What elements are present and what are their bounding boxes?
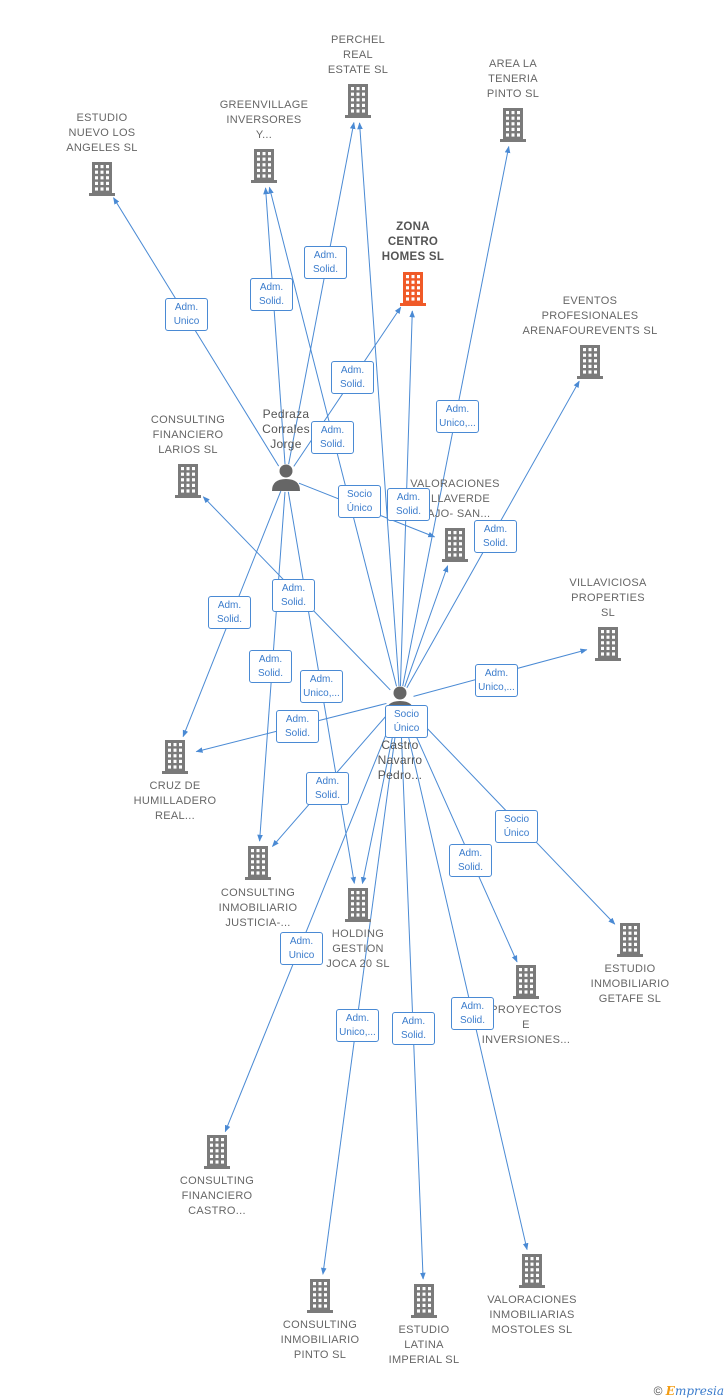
- edge-pedraza-perchel: [288, 121, 356, 465]
- node-label-eventos[interactable]: EVENTOS PROFESIONALES ARENAFOUREVENTS SL: [522, 295, 658, 337]
- building-icon-consulting_pinto[interactable]: [307, 1279, 333, 1313]
- edge-pedraza-greenvillage: [263, 187, 286, 465]
- edge-label-pedraza-valoraciones_villaverde[interactable]: Socio Único: [338, 485, 381, 518]
- building-icon-valoraciones_mostoles[interactable]: [519, 1254, 545, 1288]
- node-label-estudio_nuevo[interactable]: ESTUDIO NUEVO LOS ANGELES SL: [66, 112, 138, 154]
- edge-label-castro-holding[interactable]: Socio Único: [385, 705, 428, 738]
- edge-castro-proyectos: [405, 712, 518, 963]
- node-label-consulting_castro[interactable]: CONSULTING FINANCIERO CASTRO...: [179, 1175, 255, 1217]
- edge-castro-valoraciones_mostoles: [402, 713, 529, 1251]
- edge-castro-estudio_latina: [400, 713, 426, 1280]
- node-label-villaviciosa[interactable]: VILLAVICIOSA PROPERTIES SL: [569, 577, 647, 619]
- edge-label-castro-valoraciones_villaverde[interactable]: Adm. Solid.: [387, 488, 430, 521]
- edge-castro-consulting_castro: [224, 712, 396, 1133]
- edge-label-castro-consulting_larios[interactable]: Adm. Solid.: [272, 579, 315, 612]
- building-icon-consulting_larios[interactable]: [175, 464, 201, 498]
- node-label-cruz[interactable]: CRUZ DE HUMILLADERO REAL...: [133, 780, 217, 822]
- building-icon-estudio_latina[interactable]: [411, 1284, 437, 1318]
- node-label-estudio_getafe[interactable]: ESTUDIO INMOBILIARIO GETAFE SL: [590, 963, 670, 1005]
- node-label-proyectos[interactable]: PROYECTOS E INVERSIONES...: [481, 1004, 571, 1046]
- edge-label-castro-estudio_latina[interactable]: Adm. Solid.: [392, 1012, 435, 1045]
- building-icon-greenvillage[interactable]: [251, 149, 277, 183]
- edge-label-castro-proyectos[interactable]: Adm. Solid.: [449, 844, 492, 877]
- copyright-symbol: ©: [653, 1384, 663, 1398]
- edge-castro-holding: [360, 713, 398, 885]
- edge-label-castro-estudio_getafe[interactable]: Socio Único: [495, 810, 538, 843]
- edge-label-pedraza-consulting_justicia[interactable]: Adm. Solid.: [249, 650, 292, 683]
- edge-label-castro-zona[interactable]: Adm. Solid.: [331, 361, 374, 394]
- node-label-consulting_justicia[interactable]: CONSULTING INMOBILIARIO JUSTICIA-...: [218, 887, 298, 929]
- building-icon-perchel[interactable]: [345, 84, 371, 118]
- building-icon-eventos[interactable]: [577, 345, 603, 379]
- building-icon-estudio_getafe[interactable]: [617, 923, 643, 957]
- building-icon-cruz[interactable]: [162, 740, 188, 774]
- building-icon-proyectos[interactable]: [513, 965, 539, 999]
- edge-label-castro-valoraciones_mostoles[interactable]: Adm. Solid.: [451, 997, 494, 1030]
- edge-label-castro-eventos[interactable]: Adm. Solid.: [474, 520, 517, 553]
- node-label-zona[interactable]: ZONA CENTRO HOMES SL: [381, 221, 445, 263]
- edge-castro-consulting_pinto: [320, 713, 399, 1275]
- brand-logo: Empresia: [665, 1384, 724, 1398]
- footer-brand: © Empresia: [654, 1384, 724, 1398]
- edge-label-castro-greenvillage[interactable]: Adm. Solid.: [250, 278, 293, 311]
- node-label-consulting_larios[interactable]: CONSULTING FINANCIERO LARIOS SL: [150, 414, 226, 456]
- building-icon-villaviciosa[interactable]: [595, 627, 621, 661]
- building-icon-holding[interactable]: [345, 888, 371, 922]
- edge-label-pedraza-estudio_nuevo[interactable]: Adm. Unico: [165, 298, 208, 331]
- node-label-castro[interactable]: Castro Navarro Pedro...: [377, 738, 423, 782]
- edge-label-pedraza-zona[interactable]: Adm. Solid.: [311, 421, 354, 454]
- building-icon-area[interactable]: [500, 108, 526, 142]
- node-label-consulting_pinto[interactable]: CONSULTING INMOBILIARIO PINTO SL: [280, 1319, 360, 1361]
- person-icon-pedraza[interactable]: [272, 464, 300, 492]
- edge-label-castro-consulting_pinto[interactable]: Adm. Unico,...: [336, 1009, 379, 1042]
- edge-pedraza-estudio_nuevo: [113, 197, 280, 467]
- node-label-pedraza[interactable]: Pedraza Corrales Jorge: [262, 407, 310, 451]
- node-label-valoraciones_mostoles[interactable]: VALORACIONES INMOBILIARIAS MOSTOLES SL: [487, 1294, 577, 1336]
- edge-label-castro-cruz[interactable]: Adm. Solid.: [276, 710, 319, 743]
- edge-label-pedraza-holding[interactable]: Adm. Unico,...: [300, 670, 343, 703]
- building-icon-consulting_castro[interactable]: [204, 1135, 230, 1169]
- edge-label-castro-perchel[interactable]: Adm. Solid.: [304, 246, 347, 279]
- building-icon-valoraciones_villaverde[interactable]: [442, 528, 468, 562]
- edge-label-castro-consulting_justicia[interactable]: Adm. Solid.: [306, 772, 349, 805]
- node-label-greenvillage[interactable]: GREENVILLAGE INVERSORES Y...: [219, 99, 309, 141]
- building-icon-estudio_nuevo[interactable]: [89, 162, 115, 196]
- edge-label-castro-consulting_castro[interactable]: Adm. Unico: [280, 932, 323, 965]
- node-label-holding[interactable]: HOLDING GESTION JOCA 20 SL: [326, 928, 390, 970]
- edge-castro-valoraciones_villaverde: [404, 565, 449, 687]
- node-label-area[interactable]: AREA LA TENERIA PINTO SL: [486, 58, 540, 100]
- edge-label-castro-area[interactable]: Adm. Unico,...: [436, 400, 479, 433]
- building-icon-consulting_justicia[interactable]: [245, 846, 271, 880]
- building-icon-zona[interactable]: [400, 272, 426, 306]
- edge-label-castro-villaviciosa[interactable]: Adm. Unico,...: [475, 664, 518, 697]
- edge-castro-perchel: [357, 122, 400, 687]
- edge-label-pedraza-cruz[interactable]: Adm. Solid.: [208, 596, 251, 629]
- node-label-perchel[interactable]: PERCHEL REAL ESTATE SL: [327, 34, 389, 76]
- node-label-estudio_latina[interactable]: ESTUDIO LATINA IMPERIAL SL: [388, 1324, 460, 1366]
